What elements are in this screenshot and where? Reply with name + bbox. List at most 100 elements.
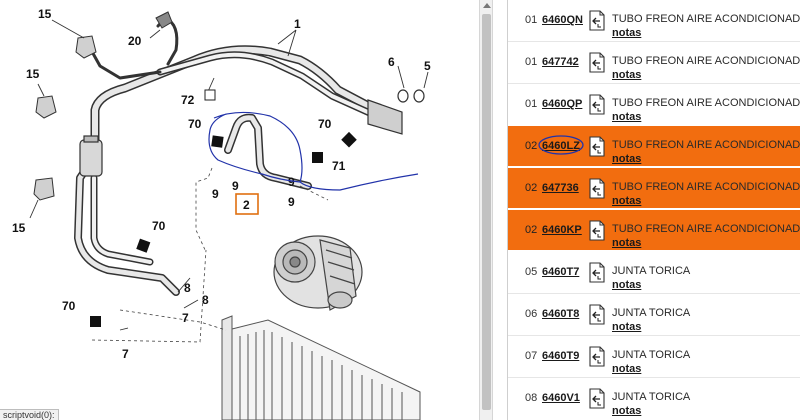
part-notes-link[interactable]: notas (612, 237, 642, 249)
document-arrow-icon[interactable] (588, 10, 605, 31)
callout-72[interactable]: 72 (181, 93, 195, 107)
callout-15c[interactable]: 15 (12, 221, 26, 235)
callout-70b[interactable]: 70 (318, 117, 332, 131)
document-arrow-icon[interactable] (588, 220, 605, 241)
vertical-scrollbar[interactable] (479, 0, 493, 420)
callout-15b[interactable]: 15 (26, 67, 40, 81)
part-reference-link[interactable]: 6460LZ (542, 140, 580, 152)
part-quantity: 05 (525, 266, 538, 278)
blue-annotation-circle (538, 135, 584, 155)
document-arrow-icon[interactable] (588, 94, 605, 115)
callout-8a[interactable]: 8 (184, 281, 191, 295)
document-arrow-icon[interactable] (588, 304, 605, 325)
part-notes-link[interactable]: notas (612, 153, 642, 165)
callout-70a[interactable]: 70 (188, 117, 202, 131)
document-arrow-icon[interactable] (588, 136, 605, 157)
dryer-bottle-drawing (79, 135, 103, 177)
row-separator (508, 41, 800, 42)
part-reference-link[interactable]: 6460T9 (542, 350, 580, 362)
part-quantity: 01 (525, 98, 538, 110)
part-description: TUBO FREON AIRE ACONDICIONADO (612, 55, 800, 67)
parts-diagram[interactable]: 1 2 5 6 7 7 8 8 9 9 9 9 15 15 15 20 70 7… (0, 0, 478, 420)
part-notes-link[interactable]: notas (612, 111, 642, 123)
part-quantity: 06 (525, 308, 538, 320)
callout-20[interactable]: 20 (128, 34, 142, 48)
blue-annotation-scribble (208, 111, 419, 191)
part-quantity: 08 (525, 392, 538, 404)
part-reference-link[interactable]: 6460QP (542, 98, 583, 110)
part-notes-link[interactable]: notas (612, 363, 642, 375)
part-notes-link[interactable]: notas (612, 321, 642, 333)
callout-9d[interactable]: 9 (288, 195, 295, 209)
brackets-drawing (33, 11, 173, 201)
part-description: JUNTA TORICA (612, 265, 691, 277)
callout-2[interactable]: 2 (243, 198, 250, 212)
row-separator (508, 335, 800, 336)
part-description: JUNTA TORICA (612, 349, 691, 361)
diagram-svg: 1 2 5 6 7 7 8 8 9 9 9 9 15 15 15 20 70 7… (12, 7, 431, 420)
callout-1[interactable]: 1 (294, 17, 301, 31)
part-description: TUBO FREON AIRE ACONDICIONADO (612, 13, 800, 25)
condenser-drawing (221, 315, 421, 420)
document-arrow-icon[interactable] (588, 388, 605, 409)
part-reference-link[interactable]: 6460V1 (542, 392, 580, 404)
black-marker-squares (90, 131, 357, 327)
connector-block-drawing (367, 89, 425, 135)
document-arrow-icon[interactable] (588, 178, 605, 199)
callout-9b[interactable]: 9 (232, 179, 239, 193)
part-notes-link[interactable]: notas (612, 279, 642, 291)
part-quantity: 02 (525, 182, 538, 194)
part-description: TUBO FREON AIRE ACONDICIONADO (612, 181, 800, 193)
part-description: JUNTA TORICA (612, 307, 691, 319)
part-row[interactable]: 06 6460T8 JUNTA TORICA notas (508, 294, 800, 334)
part-reference-link[interactable]: 6460KP (542, 224, 582, 236)
part-reference-link[interactable]: 6460T7 (542, 266, 580, 278)
callout-6[interactable]: 6 (388, 55, 395, 69)
part-reference-link[interactable]: 647742 (542, 56, 579, 68)
part-row[interactable]: 08 6460V1 JUNTA TORICA notas (508, 378, 800, 418)
part-reference-link[interactable]: 6460QN (542, 14, 583, 26)
part-notes-link[interactable]: notas (612, 27, 642, 39)
part-reference-link[interactable]: 6460T8 (542, 308, 580, 320)
row-separator (508, 377, 800, 378)
callout-7b[interactable]: 7 (122, 347, 129, 361)
callout-15a[interactable]: 15 (38, 7, 52, 21)
part-notes-link[interactable]: notas (612, 405, 642, 417)
document-arrow-icon[interactable] (588, 262, 605, 283)
white-marker-square (204, 89, 216, 101)
callout-9a[interactable]: 9 (212, 187, 219, 201)
pipes-drawing (74, 16, 377, 296)
callout-5[interactable]: 5 (424, 59, 431, 73)
callout-9c[interactable]: 9 (288, 175, 295, 189)
row-separator (508, 83, 800, 84)
part-row[interactable]: 02 647736 TUBO FREON AIRE ACONDICIONADO not… (508, 168, 800, 208)
part-reference-link[interactable]: 647736 (542, 182, 579, 194)
scroll-thumb[interactable] (482, 14, 491, 410)
scroll-up-arrow-icon[interactable] (483, 3, 491, 8)
part-description: TUBO FREON AIRE ACONDICIONADO (612, 139, 800, 151)
leader-lines (91, 167, 329, 343)
document-arrow-icon[interactable] (588, 52, 605, 73)
callout-70d[interactable]: 70 (62, 299, 76, 313)
row-separator (508, 293, 800, 294)
callout-8b[interactable]: 8 (202, 293, 209, 307)
part-row[interactable]: 01 6460QN TUBO FREON AIRE ACONDICIONADO not… (508, 0, 800, 40)
selected-callout-box (235, 193, 259, 215)
callout-70c[interactable]: 70 (152, 219, 166, 233)
part-quantity: 02 (525, 224, 538, 236)
callout-labels: 1 2 5 6 7 7 8 8 9 9 9 9 15 15 15 20 70 7… (12, 7, 431, 361)
part-description: JUNTA TORICA (612, 391, 691, 403)
list-left-border (507, 0, 508, 420)
part-row[interactable]: 05 6460T7 JUNTA TORICA notas (508, 252, 800, 292)
part-notes-link[interactable]: notas (612, 69, 642, 81)
part-notes-link[interactable]: notas (612, 195, 642, 207)
callout-71[interactable]: 71 (332, 159, 346, 173)
document-arrow-icon[interactable] (588, 346, 605, 367)
part-quantity: 01 (525, 14, 538, 26)
callout-7a[interactable]: 7 (182, 311, 189, 325)
